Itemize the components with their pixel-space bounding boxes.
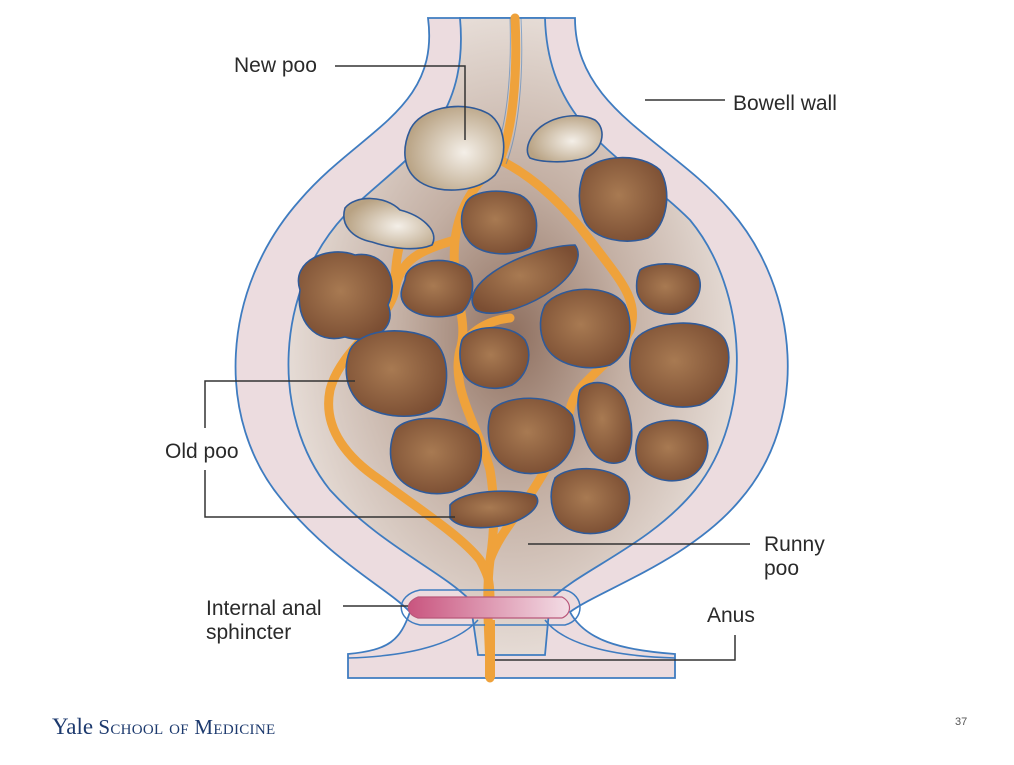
label-internal-sphincter-line2: sphincter [206,621,292,644]
label-old-poo: Old poo [165,440,239,463]
label-runny-poo-line2: poo [764,557,800,580]
brand-yale: Yale [52,714,94,739]
internal-anal-sphincter [400,589,581,678]
label-anus: Anus [707,604,755,627]
page-number: 37 [955,716,968,728]
leader-lines [204,65,750,661]
anal-canal-line-left [347,619,479,659]
label-internal-sphincter-line1: Internal anal [206,597,322,620]
new-poo-lumps [343,105,603,250]
brand-school: School of Medicine [98,715,276,739]
anal-canal-line-right [544,619,676,659]
leader-old-poo-bottom [204,470,455,518]
leader-anus [495,635,736,661]
footer-brand: Yale School of Medicine [52,714,275,740]
leader-new-poo [335,65,466,140]
label-bowel-wall: Bowell wall [733,92,837,115]
leader-old-poo-top [204,380,355,428]
label-runny-poo-line1: Runny [764,533,825,556]
label-new-poo: New poo [234,54,317,77]
old-poo-lumps [297,156,730,535]
